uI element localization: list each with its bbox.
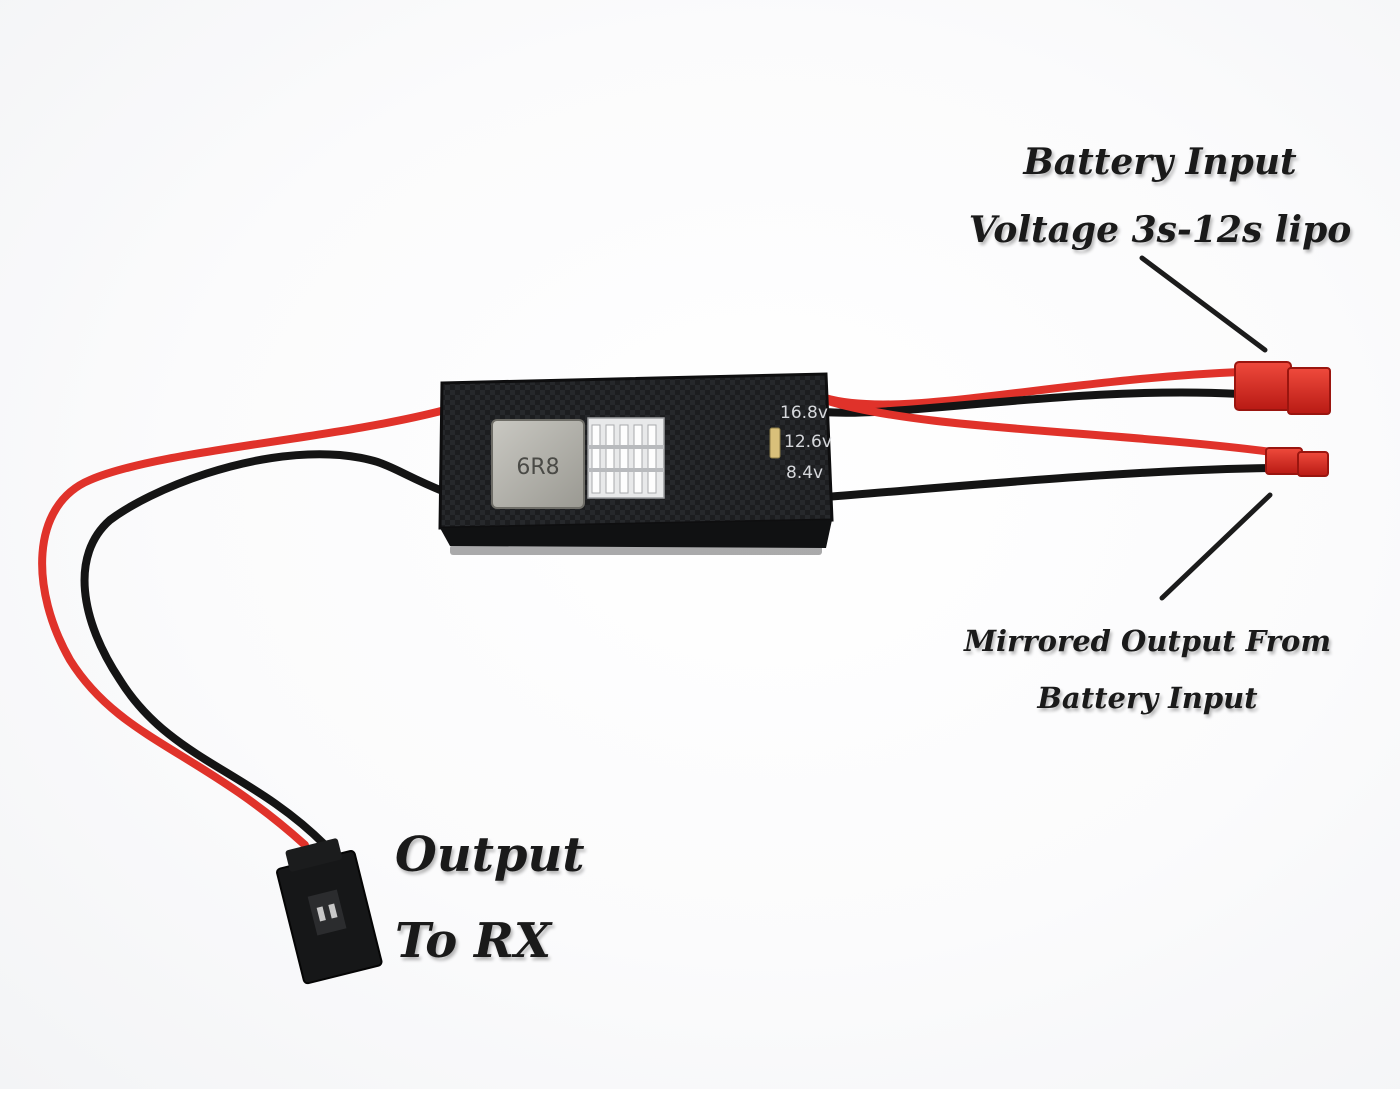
battery-input-line2: Voltage 3s-12s lipo [968,209,1352,251]
mirror-red-wire [821,396,1276,456]
battery-input-connector [1234,361,1331,415]
rx-red-wire [38,406,449,849]
voltage-select-jumper [769,427,781,459]
rx-connector [276,838,383,985]
rx-output-line1: Output [395,827,585,883]
voltage-label-8-4: 8.4v [786,463,823,483]
mirrored-output-line2: Battery Input [1037,681,1258,715]
rx-output-line2: To RX [395,913,552,969]
heatsink [587,417,665,499]
voltage-label-16-8: 16.8v [780,403,828,423]
mirrored-pointer-line [1159,492,1273,601]
battery-input-callout: Battery Input Voltage 3s-12s lipo [960,128,1360,264]
rx-black-wire [80,450,449,849]
inductor: 6R8 [491,419,585,509]
mirrored-output-connector [1265,447,1329,477]
inductor-marking: 6R8 [516,455,559,480]
battery-red-wire [821,368,1244,409]
battery-input-line1: Battery Input [1023,141,1297,183]
voltage-label-12-6: 12.6v [784,432,832,452]
mirrored-output-line1: Mirrored Output From [963,624,1332,658]
rx-output-callout: Output To RX [395,812,615,984]
mirrored-output-callout: Mirrored Output From Battery Input [935,613,1360,727]
mirror-black-wire [821,464,1276,501]
battery-pointer-line [1139,255,1268,353]
